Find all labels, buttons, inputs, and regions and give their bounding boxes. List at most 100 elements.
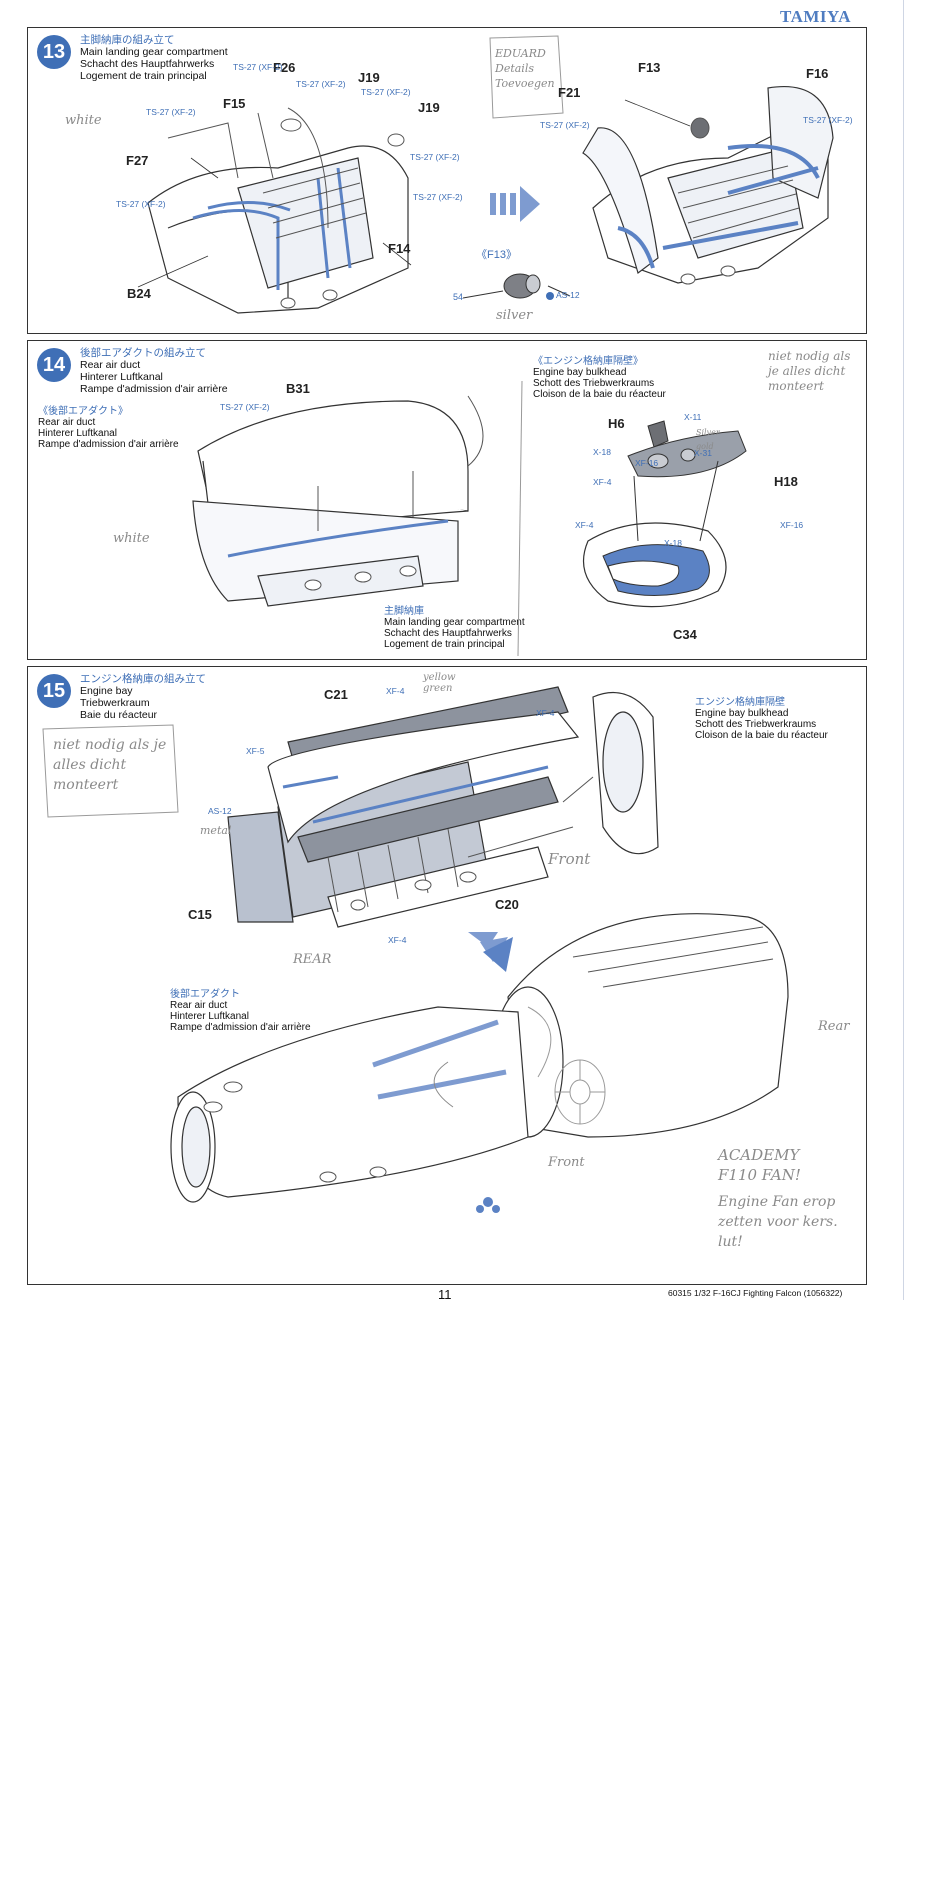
part-label: C34 — [673, 627, 697, 642]
step-header: 主脚納庫の組み立て Main landing gear compartment … — [80, 34, 228, 82]
paint-code: TS-27 (XF-2) — [540, 120, 590, 130]
handwritten-note: white — [113, 531, 150, 546]
handwritten-note: niet nodig als je alles dicht monteert — [53, 737, 167, 793]
part-label: F16 — [806, 66, 829, 81]
part-label: F13 — [638, 60, 661, 75]
main-gear-callout: 主脚納庫 Main landing gear compartment Schac… — [384, 606, 525, 650]
step-title-fr: Baie du réacteur — [80, 709, 158, 721]
step-title-en: Rear air duct — [80, 359, 141, 371]
callout-de: Schacht des Hauptfahrwerks — [384, 628, 512, 639]
part-label: F15 — [223, 96, 246, 111]
handwritten-note: gold — [696, 442, 714, 451]
paint-callout: TS-27 (XF-2) — [116, 200, 166, 209]
part-label: H18 — [774, 474, 798, 489]
handwritten-note: Engine Fan erop zetten voor kers. lut! — [718, 1194, 838, 1250]
part-label: B24 — [127, 286, 151, 301]
callout-fr: Rampe d'admission d'air arrière — [170, 1022, 311, 1033]
paint-code: X-18 — [593, 447, 611, 457]
paint-callout: TS-27 (XF-2) — [410, 153, 460, 162]
step-number-badge: 13 — [37, 35, 71, 69]
paint-callout: TS-27 (XF-2) — [540, 121, 590, 130]
paint-callout: XF-16 — [635, 459, 658, 468]
step-title-de: Triebwerkraum — [80, 697, 150, 709]
callout-jp: 主脚納庫 — [384, 606, 424, 617]
paint-code: TS-27 (XF-2) — [361, 87, 411, 97]
part-label: J19 — [358, 70, 380, 85]
handwritten-note: EDUARD Details Toevoegen — [495, 47, 555, 90]
subtitle-fr: Cloison de la baie du réacteur — [533, 389, 666, 400]
paint-callout: XF-5 — [246, 747, 264, 756]
paint-code: TS-27 (XF-2) — [803, 115, 853, 125]
paint-callout: XF-4 — [386, 687, 404, 696]
paint-code: TS-27 (XF-2) — [220, 402, 270, 412]
paint-code: XF-16 — [635, 458, 659, 468]
paint-code: TS-27 (XF-2) — [146, 107, 196, 117]
subtitle-fr: Rampe d'admission d'air arrière — [38, 439, 179, 450]
paint-callout: XF-4 — [593, 478, 611, 487]
step-header: 後部エアダクトの組み立て Rear air duct Hinterer Luft… — [80, 347, 228, 395]
step-13-panel: 13 主脚納庫の組み立て Main landing gear compartme… — [27, 27, 867, 334]
brand-logo: TAMIYA — [780, 7, 852, 26]
paint-code: TS-27 (XF-2) — [413, 192, 463, 202]
paint-callout: TS-27 (XF-2) — [803, 116, 853, 125]
handwritten-note: white — [65, 113, 102, 128]
page-edge-line — [903, 0, 904, 1300]
callout-de: Schott des Triebwerkraums — [695, 719, 817, 730]
paint-code: AS-12 — [208, 806, 232, 816]
detail-part-number: 54 — [453, 292, 464, 302]
handwritten-note: ACADEMY F110 FAN! — [718, 1146, 801, 1184]
part-label: F21 — [558, 85, 581, 100]
step-title-jp: エンジン格納庫の組み立て — [80, 673, 206, 685]
step-title-fr: Logement de train principal — [80, 70, 207, 82]
paint-callout: AS-12 — [208, 807, 232, 816]
subtitle-en: Rear air duct — [38, 417, 96, 428]
step-title-de: Schacht des Hauptfahrwerks — [80, 58, 215, 70]
part-label: F27 — [126, 153, 149, 168]
paint-code: XF-4 — [388, 935, 407, 945]
paint-callout: XF-16 — [780, 521, 803, 530]
step-header: エンジン格納庫の組み立て Engine bay Triebwerkraum Ba… — [80, 673, 206, 721]
step-title-fr: Rampe d'admission d'air arrière — [80, 383, 228, 395]
rear-duct-subtitle: 《後部エアダクト》 Rear air duct Hinterer Luftkan… — [38, 406, 179, 450]
rear-duct-drawing — [192, 380, 747, 657]
handwritten-note: Front — [548, 850, 591, 868]
gear-bay-drawing — [137, 35, 834, 314]
handwritten-note: Rear — [818, 1019, 850, 1034]
callout-de: Hinterer Luftkanal — [170, 1011, 249, 1022]
callout-jp: 後部エアダクト — [170, 989, 240, 1000]
handwritten-note: silver — [496, 308, 533, 323]
paint-code: XF-4 — [386, 686, 405, 696]
part-label: C15 — [188, 907, 212, 922]
paint-callout: X-18 — [593, 448, 611, 457]
detail-label: 《F13》 — [476, 249, 517, 261]
handwritten-note: yellow green — [423, 672, 456, 694]
part-label: C21 — [324, 687, 348, 702]
paint-callout: XF-4 — [536, 709, 554, 718]
paint-code: TS-27 (XF-2) — [116, 199, 166, 209]
paint-code: X-11 — [684, 412, 702, 422]
paint-code: X-31 — [694, 448, 712, 458]
step-14-panel: 14 後部エアダクトの組み立て Rear air duct Hinterer L… — [27, 340, 867, 660]
step-title-en: Engine bay — [80, 685, 133, 697]
subtitle-jp: 《エンジン格納庫隔壁》 — [533, 356, 643, 367]
rear-duct-callout: 後部エアダクト Rear air duct Hinterer Luftkanal… — [170, 989, 311, 1033]
step-number-badge: 15 — [37, 674, 71, 708]
paint-callout: TS-27 (XF-2) — [146, 108, 196, 117]
handwritten-note: Front — [548, 1155, 585, 1170]
step-title-jp: 後部エアダクトの組み立て — [80, 347, 206, 359]
subtitle-jp: 《後部エアダクト》 — [38, 406, 128, 417]
paint-callout: TS-27 (XF-2) — [220, 403, 270, 412]
paint-callout: AS-12 — [546, 291, 580, 300]
paint-callout: TS-27 (XF-2) — [413, 193, 463, 202]
step-15-panel: 15 エンジン格納庫の組み立て Engine bay Triebwerkraum… — [27, 666, 867, 1285]
paint-code: XF-16 — [780, 520, 804, 530]
handwritten-note: niet nodig als je alles dicht monteert — [768, 349, 851, 393]
paint-callout: TS-27 (XF-2) — [361, 88, 411, 97]
paint-code: XF-5 — [246, 746, 265, 756]
paint-callout: XF-4 — [388, 936, 406, 945]
step-title-en: Main landing gear compartment — [80, 46, 228, 58]
handwritten-note: Silver — [696, 428, 720, 437]
paint-code: TS-27 (XF-2) — [233, 62, 283, 72]
part-label: J19 — [418, 100, 440, 115]
subtitle-de: Schott des Triebwerkraums — [533, 378, 655, 389]
